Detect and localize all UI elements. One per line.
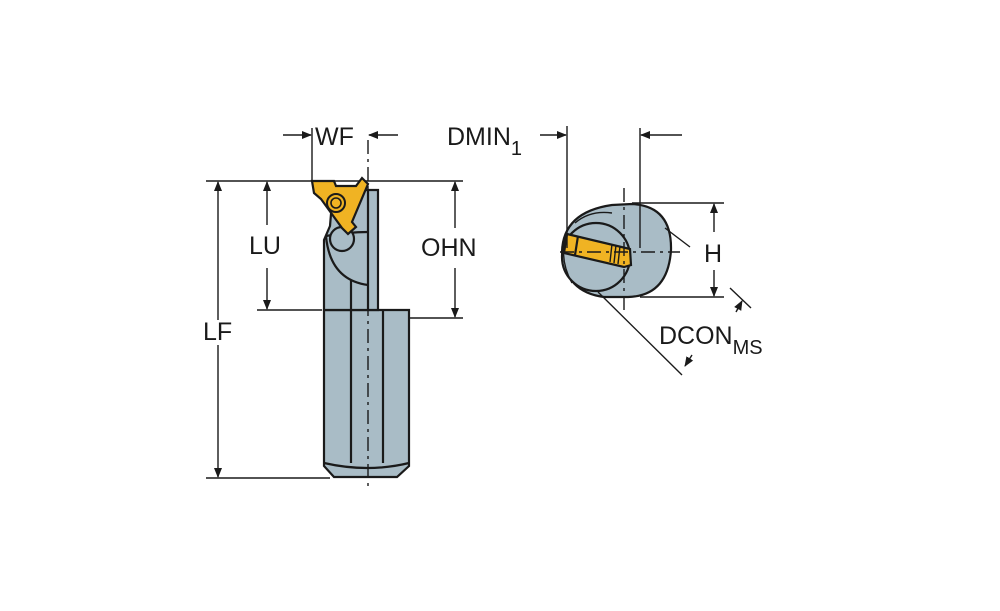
dcon-extension-tick: [729, 287, 752, 309]
bar-contour: [324, 235, 369, 287]
dcon-arrow-bottom: [684, 354, 694, 367]
end-view: DMIN1 H DCONMS: [447, 123, 763, 376]
lu-label: LU: [249, 232, 281, 260]
swept-arc: [574, 211, 613, 224]
insert-detail: [573, 235, 580, 256]
insert-screw: [326, 193, 346, 213]
dcon-extension-bottom: [597, 291, 683, 376]
torx-icon: [330, 197, 342, 209]
ohn-label: OHN: [421, 234, 477, 262]
insert-detail: [617, 245, 621, 265]
dmin-label: DMIN1: [447, 123, 522, 160]
dcon-arrow-top: [734, 300, 743, 313]
lf-label: LF: [203, 318, 232, 346]
dcon-label: DCONMS: [659, 322, 763, 359]
shank: [322, 308, 411, 479]
dcon-extension-top: [664, 227, 691, 248]
wf-label: WF: [315, 123, 354, 151]
side-view: WF LU LF OHN: [203, 123, 477, 490]
shank-chamfer: [323, 461, 410, 470]
insert-detail: [609, 243, 613, 263]
h-label: H: [704, 240, 722, 268]
insert-detail: [613, 244, 617, 264]
